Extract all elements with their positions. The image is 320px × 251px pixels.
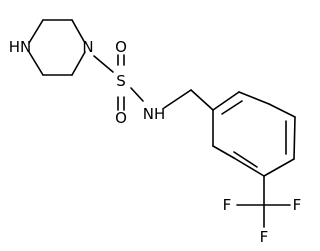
atom-label-f-bottom: F [260,228,269,246]
structure-diagram: HN N S O O NH F F F [9,19,302,246]
bond-n-s [93,55,114,73]
bond-ch2-ring [190,89,214,111]
bond-inner [221,100,243,115]
bond [268,103,296,118]
atom-label-hn: HN [9,38,32,56]
bond [212,145,235,159]
piperazine-ring [28,19,86,76]
sulfonyl-bonds [117,54,125,111]
atom-label-nh: NH [143,105,166,123]
trifluoromethyl-group [236,175,291,228]
bond [71,19,86,44]
bond [293,116,296,160]
bond-inner [233,151,258,168]
atom-label-n: N [82,38,93,56]
bond [233,157,265,177]
molecule-svg: HN N S O O NH F F F [9,19,302,246]
bond [263,158,295,177]
bond-nh-ch2 [163,89,192,109]
bond [238,91,270,105]
atom-label-f-right: F [293,196,302,214]
bond-s-nh [130,87,144,102]
bond [212,91,240,111]
atom-label-o-bottom: O [115,109,127,127]
benzene-ring [212,91,296,177]
atom-label-o-top: O [115,38,127,56]
bond [28,19,44,44]
atom-label-s: S [116,72,126,90]
bond [28,51,44,76]
atom-label-f-left: F [223,196,232,214]
bond [71,51,86,76]
